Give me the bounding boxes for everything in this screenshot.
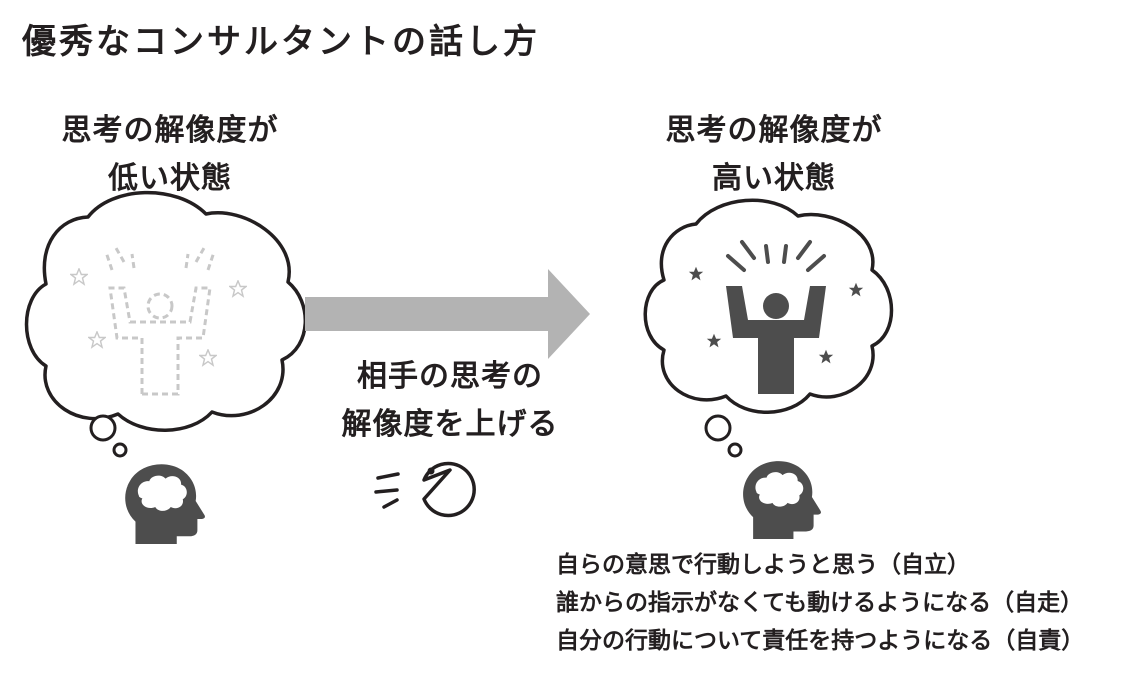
action-label-line1: 相手の思考の [357, 359, 543, 394]
result-item-autonomy: 自らの意思で行動しようと思う（自立） [556, 552, 970, 578]
thought-dot-large [89, 414, 117, 442]
high-state-label: 思考の解像度が 高い状態 [624, 107, 924, 203]
thought-dot-large [704, 414, 732, 442]
cheering-person-icon [726, 286, 826, 394]
low-thought-bubble [24, 190, 308, 458]
high-state-label-line1: 思考の解像度が [665, 113, 883, 148]
head-brain-icon [125, 464, 205, 544]
result-item-responsibility: 自分の行動について責任を持つようになる（自責） [556, 628, 1085, 654]
thought-cloud-icon [24, 190, 308, 432]
page-title: 優秀なコンサルタントの話し方 [22, 22, 540, 62]
low-state-label-line1: 思考の解像度が [61, 113, 279, 148]
action-label-line2: 解像度を上げる [341, 407, 559, 442]
thought-dot-small [727, 442, 743, 458]
cheering-person-outline-icon [104, 247, 216, 396]
talking-face-icon [374, 461, 476, 518]
action-label: 相手の思考の 解像度を上げる [300, 353, 600, 449]
arrow-right-icon [305, 269, 590, 359]
high-state-label-line2: 高い状態 [712, 161, 836, 196]
head-brain-icon [743, 461, 821, 539]
low-state-label: 思考の解像度が 低い状態 [10, 107, 330, 203]
result-item-self-driven: 誰からの指示がなくても動けるようになる（自走） [556, 590, 1084, 616]
results-list: 自らの意思で行動しようと思う（自立） 誰からの指示がなくても動けるようになる（自… [556, 546, 1084, 660]
burst-lines [726, 240, 826, 272]
thought-dot-small [112, 442, 128, 458]
low-state-label-line2: 低い状態 [108, 161, 232, 196]
